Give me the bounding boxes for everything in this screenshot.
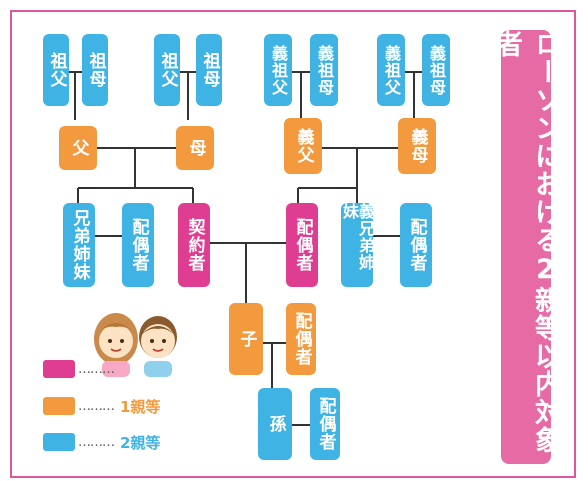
children-illustration xyxy=(94,313,177,377)
in-law-mother-box: 義母 xyxy=(398,118,436,174)
in-law-grandmother-box: 義祖母 xyxy=(310,34,338,106)
legend-label-second-degree: 2親等 xyxy=(120,434,161,452)
father-box: 父 xyxy=(59,126,97,170)
in-law-grandfather-label: 義祖父 xyxy=(382,44,401,96)
grandmother-box: 祖母 xyxy=(82,34,108,106)
child-spouse-box: 配偶者 xyxy=(286,303,316,375)
in-law-siblings-box: 義兄弟姉妹 xyxy=(340,203,375,287)
contractor-box: 契約者 xyxy=(178,203,210,287)
in-law-mother-label: 義母 xyxy=(407,128,428,164)
in-law-father-label: 義父 xyxy=(293,128,314,164)
spouse-box: 配偶者 xyxy=(286,203,318,287)
in-law-sibling-spouse-box: 配偶者 xyxy=(400,203,432,287)
sibling-spouse-box: 配偶者 xyxy=(122,203,154,287)
grandmother-label: 祖母 xyxy=(85,52,106,88)
in-law-father-box: 義父 xyxy=(284,118,322,174)
in-law-siblings-label: 義兄弟姉妹 xyxy=(340,203,375,271)
grandchild-label: 孫 xyxy=(265,415,286,433)
child-spouse-label: 配偶者 xyxy=(291,312,312,366)
in-law-grandmother-box: 義祖母 xyxy=(422,34,450,106)
grandfather-box: 祖父 xyxy=(154,34,180,106)
siblings-box: 兄弟姉妹 xyxy=(63,203,95,287)
legend-label-first-degree: 1親等 xyxy=(120,398,161,416)
spouse-label: 配偶者 xyxy=(292,218,313,272)
legend-swatch-contractor xyxy=(43,360,75,378)
diagram-title: ローソンにおける2親等以内対象者 xyxy=(491,30,561,464)
in-law-grandfather-box: 義祖父 xyxy=(264,34,292,106)
grandfather-label: 祖父 xyxy=(157,52,178,88)
contractor-label: 契約者 xyxy=(184,218,205,272)
grandchild-box: 孫 xyxy=(258,388,292,460)
grandfather-box: 祖父 xyxy=(43,34,69,106)
grandmother-box: 祖母 xyxy=(196,34,222,106)
legend-swatch-second-degree xyxy=(43,433,75,451)
in-law-grandmother-label: 義祖母 xyxy=(427,44,446,96)
grandchild-spouse-box: 配偶者 xyxy=(310,388,340,460)
mother-label: 母 xyxy=(185,139,206,157)
legend-dots: ……… xyxy=(78,435,115,450)
child-box: 子 xyxy=(229,303,263,375)
grandmother-label: 祖母 xyxy=(199,52,220,88)
legend-dots: ……… xyxy=(78,399,115,414)
diagram-title-text: ローソンにおける2親等以内対象者 xyxy=(491,30,561,454)
legend-swatch-first-degree xyxy=(43,397,75,415)
mother-box: 母 xyxy=(176,126,214,170)
sibling-spouse-label: 配偶者 xyxy=(128,218,149,272)
grandchild-spouse-label: 配偶者 xyxy=(315,397,336,451)
in-law-sibling-spouse-label: 配偶者 xyxy=(406,218,427,272)
in-law-grandfather-label: 義祖父 xyxy=(269,44,288,96)
father-label: 父 xyxy=(68,139,89,157)
in-law-grandfather-box: 義祖父 xyxy=(377,34,405,106)
siblings-label: 兄弟姉妹 xyxy=(69,209,90,281)
child-label: 子 xyxy=(236,330,257,348)
grandfather-label: 祖父 xyxy=(46,52,67,88)
in-law-grandmother-label: 義祖母 xyxy=(315,44,334,96)
legend-dots: ……… xyxy=(78,362,115,377)
